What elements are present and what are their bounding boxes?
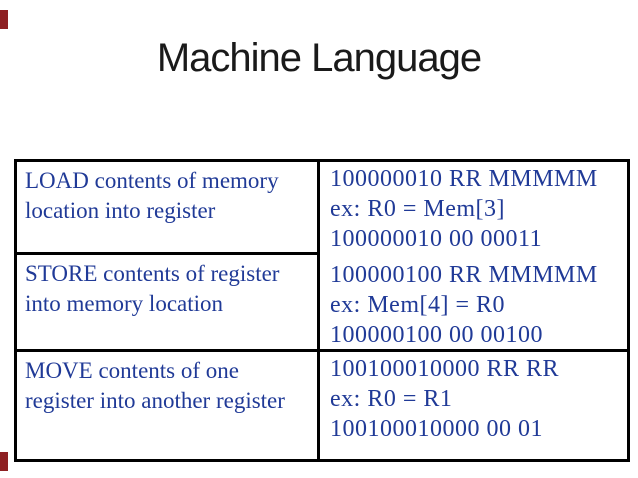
move-code-block: 100100010000 RR RR ex: R0 = R1 100100010…	[330, 354, 623, 444]
description-line: register into another register	[25, 388, 285, 413]
code-line: ex: Mem[4] = R0	[330, 292, 506, 318]
description-line: into memory location	[25, 291, 224, 316]
store-description-cell: STORE contents of register into memory l…	[17, 255, 320, 352]
store-code-block: 100000100 RR MMMMM ex: Mem[4] = R0 10000…	[330, 260, 623, 349]
load-code-block: 100000010 RR MMMMM ex: R0 = Mem[3] 10000…	[330, 164, 623, 254]
code-line: 100000100 00 00100	[330, 322, 543, 348]
code-line: 100000010 00 00011	[330, 226, 543, 252]
code-line: ex: R0 = R1	[330, 386, 453, 412]
description-line: LOAD contents of memory	[25, 168, 279, 193]
code-line: 100000010 RR MMMMM	[330, 166, 598, 192]
code-line: 100100010000 RR RR	[330, 356, 560, 382]
red-edge-mark-top	[0, 10, 8, 29]
instruction-table: LOAD contents of memory location into re…	[14, 159, 630, 462]
code-line: ex: R0 = Mem[3]	[330, 196, 506, 222]
description-line: location into register	[25, 198, 216, 223]
red-edge-mark-bottom	[0, 452, 8, 471]
load-store-code-cell: 100000010 RR MMMMM ex: R0 = Mem[3] 10000…	[320, 162, 627, 352]
move-code-cell: 100100010000 RR RR ex: R0 = R1 100100010…	[320, 352, 627, 459]
move-description-cell: MOVE contents of one register into anoth…	[17, 352, 320, 459]
code-line: 100000100 RR MMMMM	[330, 262, 598, 288]
slide-title: Machine Language	[156, 36, 482, 80]
code-line: 100100010000 00 01	[330, 416, 543, 442]
load-description-cell: LOAD contents of memory location into re…	[17, 162, 320, 255]
description-line: STORE contents of register	[25, 261, 280, 286]
description-line: MOVE contents of one	[25, 358, 239, 383]
